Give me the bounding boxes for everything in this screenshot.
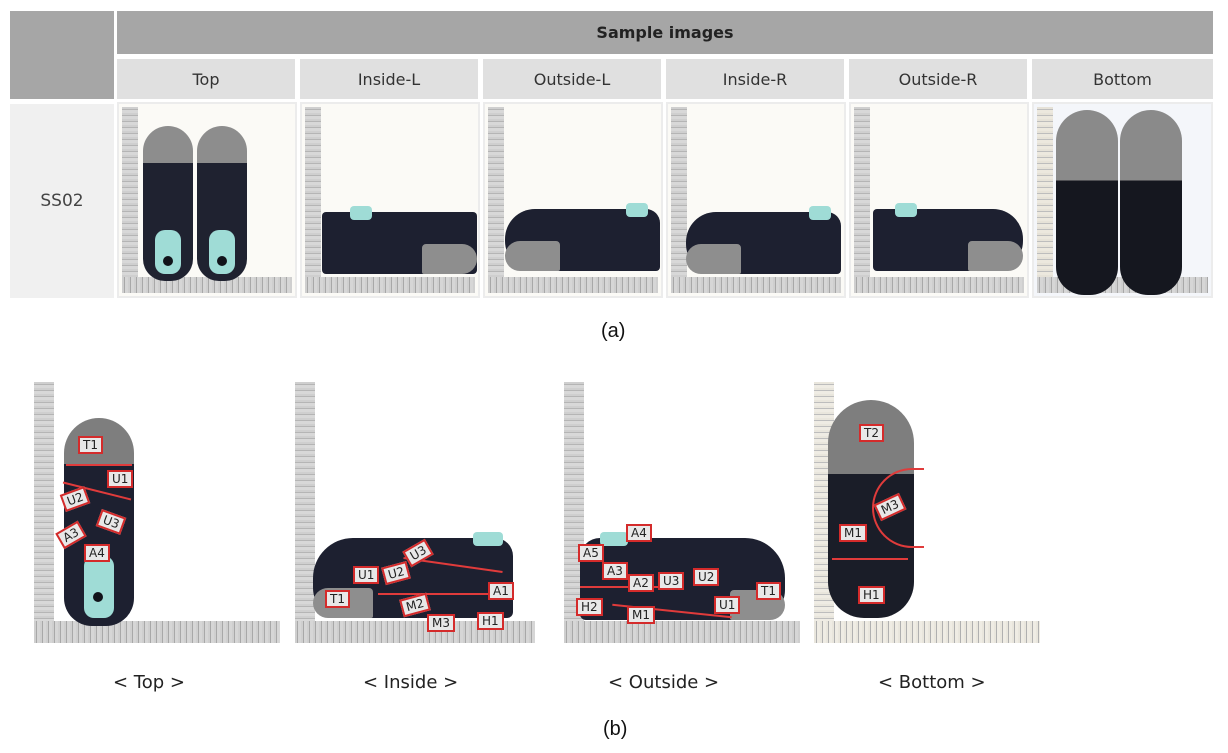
top-view-photo [119, 104, 295, 296]
label-u1: U1 [353, 566, 380, 584]
column-header-outside-r: Outside-R [849, 59, 1027, 99]
ruler-vertical [122, 107, 138, 288]
label-a4: A4 [84, 544, 110, 562]
table-corner-cell [10, 11, 114, 99]
label-m1: M1 [627, 606, 655, 624]
label-t1: T1 [756, 582, 781, 600]
label-u2: U2 [693, 568, 720, 586]
outside-left-photo [485, 104, 661, 296]
shoe-side-view [686, 206, 841, 274]
column-header-inside-l: Inside-L [300, 59, 478, 99]
image-cell-inside-r [666, 102, 846, 298]
view-caption-top: < Top > [113, 672, 185, 693]
image-cell-outside-r [849, 102, 1029, 298]
caption-a: (a) [601, 320, 626, 342]
view-caption-outside: < Outside > [608, 672, 720, 693]
label-u1: U1 [107, 470, 134, 488]
row-label: SS02 [10, 104, 114, 298]
image-cell-inside-l [300, 102, 480, 298]
label-t2: T2 [859, 424, 884, 442]
label-a2: A2 [628, 574, 654, 592]
right-shoe-top [197, 126, 247, 281]
label-h2: H2 [576, 598, 603, 616]
label-a1: A1 [488, 582, 514, 600]
left-shoe-top [143, 126, 193, 281]
annotated-top-panel: T1 U1 U2 U3 A3 A4 [22, 378, 280, 643]
inside-shoe [313, 532, 513, 618]
shoe-side-view [322, 206, 477, 274]
label-h1: H1 [858, 586, 885, 604]
column-header-top: Top [117, 59, 295, 99]
label-u1: U1 [714, 596, 741, 614]
column-header-inside-r: Inside-R [666, 59, 844, 99]
annotated-inside-panel: T1 U1 U2 U3 A1 M2 M3 H1 [283, 378, 535, 643]
label-h1: H1 [477, 612, 504, 630]
inside-left-photo [302, 104, 478, 296]
sample-images-table: Sample images Top Inside-L Outside-L Ins… [10, 11, 1213, 298]
ruler-horizontal [122, 277, 292, 293]
left-sole [1056, 110, 1118, 295]
shoe-side-view [873, 203, 1023, 271]
image-cell-top [117, 102, 297, 298]
label-a5: A5 [578, 544, 604, 562]
view-caption-inside: < Inside > [363, 672, 459, 693]
column-header-bottom: Bottom [1032, 59, 1213, 99]
right-sole [1120, 110, 1182, 295]
label-u3: U3 [658, 572, 685, 590]
caption-b: (b) [603, 718, 628, 740]
inside-right-photo [668, 104, 844, 296]
image-cell-bottom [1032, 102, 1213, 298]
label-t1: T1 [78, 436, 103, 454]
annotated-outside-panel: A4 A5 A3 A2 U3 U2 H2 M1 U1 T1 [552, 378, 800, 643]
outside-right-photo [851, 104, 1027, 296]
column-header-outside-l: Outside-L [483, 59, 661, 99]
bottom-view-photo [1034, 104, 1211, 296]
label-m3: M3 [427, 614, 455, 632]
label-t1: T1 [325, 590, 350, 608]
image-cell-outside-l [483, 102, 663, 298]
table-header: Sample images [117, 11, 1213, 54]
annotated-bottom-panel: T2 M3 M1 H1 [802, 378, 1040, 643]
shoe-side-view [505, 203, 660, 271]
label-a4: A4 [626, 524, 652, 542]
label-a3: A3 [602, 562, 628, 580]
label-m1: M1 [839, 524, 867, 542]
view-caption-bottom: < Bottom > [878, 672, 986, 693]
